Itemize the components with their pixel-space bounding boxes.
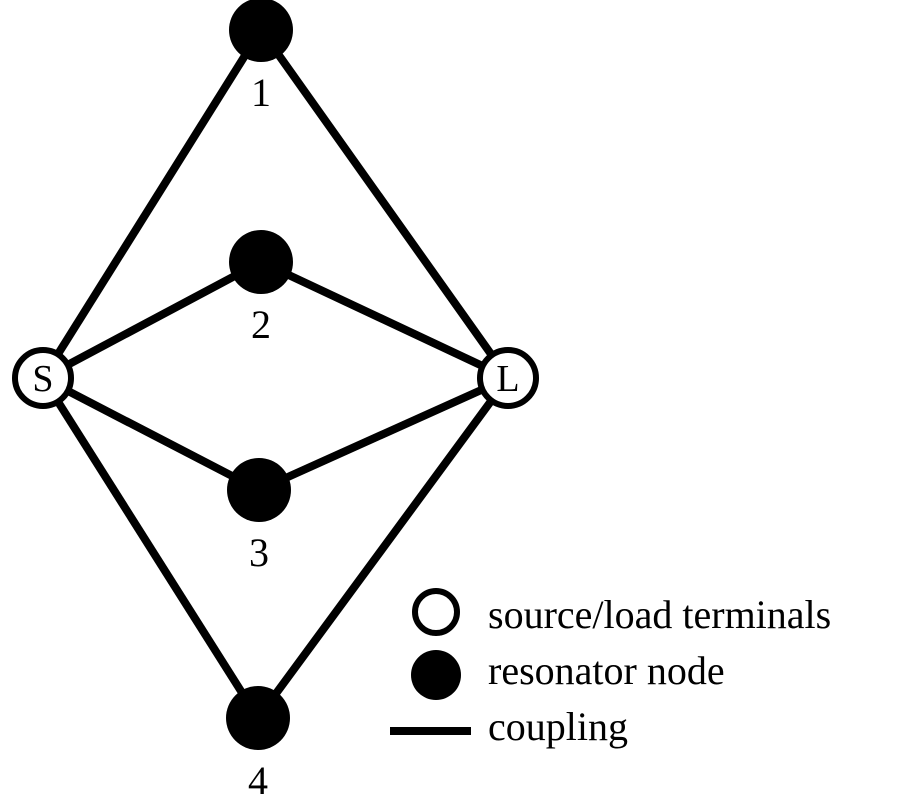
terminal-label-S: S	[32, 358, 53, 400]
terminal-node-L	[477, 347, 539, 409]
coupling-S-4	[39, 375, 262, 721]
legend-resonator-icon	[411, 650, 461, 700]
legend-resonator-label: resonator node	[488, 648, 725, 693]
coupling-S-2	[41, 258, 263, 382]
diagram-nodes: 1 2 3 4 S L	[12, 0, 539, 800]
coupling-2-L	[259, 258, 510, 382]
resonator-node-4	[226, 686, 290, 750]
coupling-S-1	[39, 27, 265, 381]
resonator-node-3	[227, 458, 291, 522]
coupling-3-L	[257, 374, 510, 494]
coupling-4-L	[254, 375, 512, 721]
legend: source/load terminals resonator node cou…	[390, 588, 831, 749]
resonator-label-2: 2	[251, 302, 271, 347]
legend-terminal-icon	[412, 588, 460, 636]
resonator-label-4: 4	[248, 758, 268, 800]
coupling-edges	[39, 27, 512, 721]
coupling-S-3	[41, 374, 261, 494]
terminal-label-L: L	[496, 358, 519, 400]
terminal-node-S	[12, 347, 74, 409]
resonator-node-2	[229, 230, 293, 294]
legend-terminal-label: source/load terminals	[488, 592, 831, 637]
legend-coupling-label: coupling	[488, 704, 628, 749]
resonator-node-1	[229, 0, 293, 62]
resonator-label-1: 1	[251, 70, 271, 115]
resonator-label-3: 3	[249, 530, 269, 575]
coupling-1-L	[257, 27, 512, 381]
